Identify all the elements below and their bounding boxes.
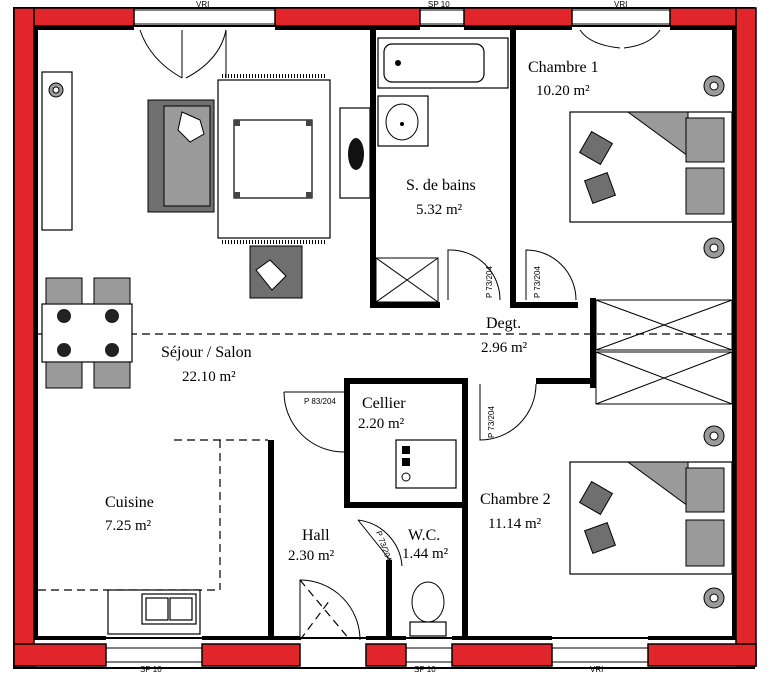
wall-bottom-d (451, 643, 553, 667)
room-area-bains: 5.32 m² (416, 202, 463, 218)
cellier-fixtures (395, 439, 457, 489)
door-label-chambre2: P 73/204 (487, 406, 496, 438)
toilet-tank (409, 621, 447, 637)
room-area-chambre1: 10.20 m² (536, 83, 590, 99)
room-labels: Séjour / Salon 22.10 m² Cuisine 7.25 m² … (105, 59, 599, 564)
wall-top-mid (274, 7, 421, 27)
toilet-bowl (411, 581, 445, 623)
label-vri-top-left: VRI (196, 0, 209, 9)
bedroom2-furniture (569, 425, 733, 609)
exterior-walls (13, 7, 757, 669)
coffee-table (233, 119, 313, 199)
living-furniture (41, 71, 371, 389)
room-name-degt: Degt. (486, 315, 521, 332)
interior-walls (268, 30, 733, 640)
room-area-cuisine: 7.25 m² (105, 518, 152, 534)
wall-bottom-e (647, 643, 757, 667)
wall-top-right-a (463, 7, 573, 27)
label-sp10-bottom-right: SP 10 (414, 665, 436, 674)
room-area-degt: 2.96 m² (481, 340, 528, 356)
room-area-sejour: 22.10 m² (182, 369, 236, 385)
facade-openings: VRI SP 10 VRI SP 10 SP 10 VRI (106, 0, 670, 674)
label-vri-top-right: VRI (614, 0, 627, 9)
sideboard (41, 71, 73, 231)
room-area-hall: 2.30 m² (288, 548, 335, 564)
label-sp10-top: SP 10 (428, 0, 450, 9)
kitchen-fixtures (107, 589, 201, 635)
room-area-chambre2: 11.14 m² (488, 516, 542, 532)
room-name-cellier: Cellier (362, 395, 406, 412)
door-label-chambre1: P 73/204 (533, 266, 542, 298)
wall-bottom-b (201, 643, 301, 667)
door-label-wc: P 73/204 (374, 530, 394, 564)
room-name-sejour: Séjour / Salon (161, 344, 252, 361)
bathroom-fixtures (377, 37, 509, 147)
wall-left (13, 7, 35, 667)
room-name-cuisine: Cuisine (105, 494, 154, 511)
bedroom1-furniture (569, 75, 733, 259)
room-area-wc: 1.44 m² (402, 546, 449, 562)
wall-bottom-c (365, 643, 407, 667)
room-name-chambre2: Chambre 2 (480, 491, 551, 508)
room-name-hall: Hall (302, 527, 330, 544)
room-name-chambre1: Chambre 1 (528, 59, 599, 76)
room-name-wc: W.C. (408, 527, 440, 544)
wc-fixtures (409, 581, 447, 637)
dining-table (41, 303, 133, 363)
wall-bottom-a (13, 643, 107, 667)
label-vri-bottom: VRI (590, 665, 603, 674)
door-label-bains: P 73/204 (485, 266, 494, 298)
wall-right (735, 7, 757, 667)
label-sp10-bottom-left: SP 10 (140, 665, 162, 674)
room-area-cellier: 2.20 m² (358, 416, 405, 432)
room-name-bains: S. de bains (406, 177, 476, 194)
door-label-cellier: P 83/204 (304, 397, 336, 406)
